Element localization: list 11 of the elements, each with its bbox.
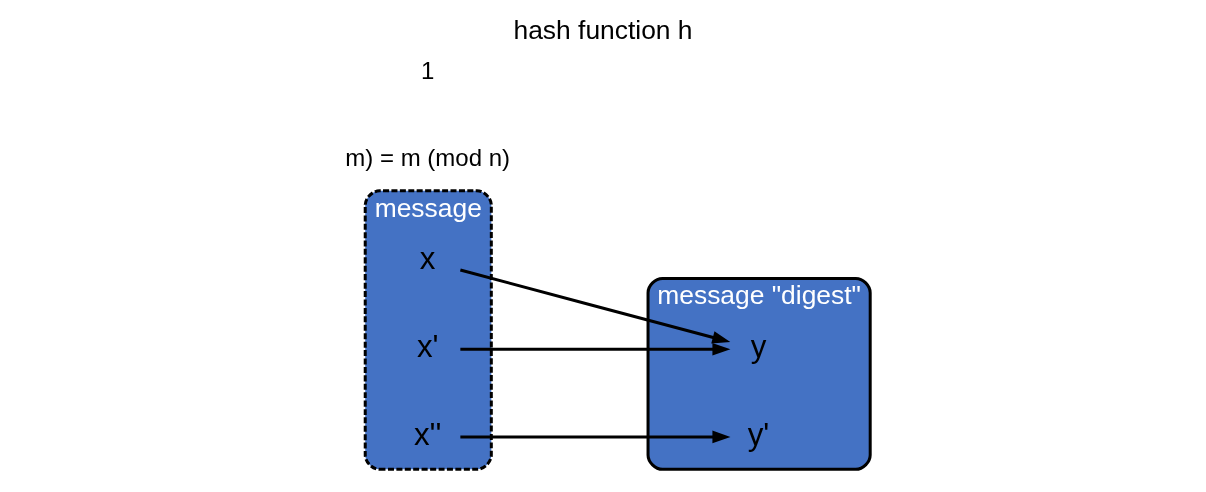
- node-text: x'': [413, 416, 442, 452]
- node-text: y': [747, 416, 770, 452]
- arrow: [460, 342, 731, 356]
- diagram-title: hash function h: [513, 14, 693, 45]
- label: 1: [420, 57, 435, 85]
- node-text: y: [750, 328, 767, 364]
- node-text: x': [416, 328, 439, 364]
- node-text: x: [419, 241, 436, 277]
- label: m) = m (mod n): [345, 143, 511, 171]
- arrow: [459, 268, 731, 344]
- arrow: [460, 430, 731, 444]
